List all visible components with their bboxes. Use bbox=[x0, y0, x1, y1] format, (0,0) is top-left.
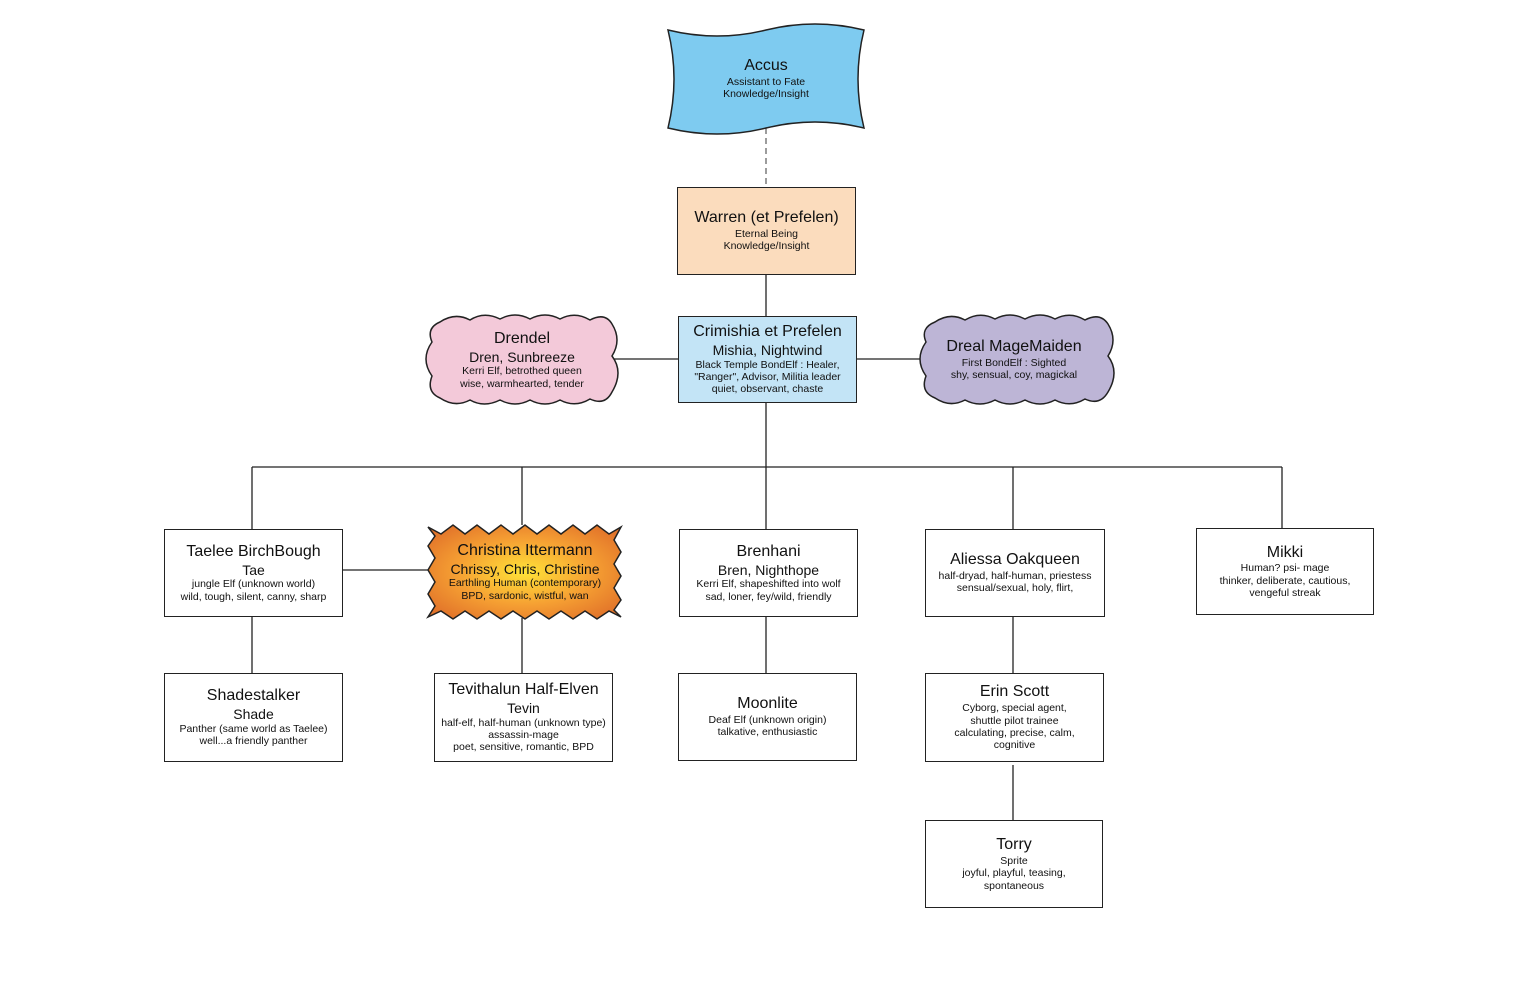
dreal-name: Dreal MageMaiden bbox=[946, 338, 1082, 356]
brenhani-traits: sad, loner, fey/wild, friendly bbox=[705, 590, 832, 603]
erin-traits-cont: cognitive bbox=[993, 739, 1036, 752]
node-moonlite: Moonlite Deaf Elf (unknown origin) talka… bbox=[678, 673, 857, 761]
aliessa-origin: half-dryad, half-human, priestess bbox=[938, 570, 1092, 583]
drendel-cloud-shape bbox=[425, 314, 619, 405]
tevithalun-origin: half-elf, half-human (unknown type) bbox=[441, 716, 606, 729]
node-brenhani: Brenhani Bren, Nighthope Kerri Elf, shap… bbox=[679, 529, 858, 617]
torry-traits-cont: spontaneous bbox=[983, 879, 1045, 892]
taelee-traits: wild, tough, silent, canny, sharp bbox=[180, 590, 327, 603]
brenhani-origin: Kerri Elf, shapeshifted into wolf bbox=[696, 578, 841, 591]
accus-role: Assistant to Fate bbox=[726, 76, 806, 89]
node-torry: Torry Sprite joyful, playful, teasing, s… bbox=[925, 820, 1103, 908]
mikki-origin: Human? psi- mage bbox=[1240, 562, 1330, 575]
aliessa-traits: sensual/sexual, holy, flirt, bbox=[956, 582, 1074, 595]
crimishia-aliases: Mishia, Nightwind bbox=[712, 342, 823, 359]
taelee-alias: Tae bbox=[242, 561, 265, 578]
taelee-name: Taelee BirchBough bbox=[186, 542, 321, 560]
christina-aliases: Chrissy, Chris, Christine bbox=[450, 560, 600, 577]
node-aliessa: Aliessa Oakqueen half-dryad, half-human,… bbox=[925, 529, 1105, 617]
dreal-role: First BondElf : Sighted bbox=[961, 357, 1067, 370]
warren-trait: Knowledge/Insight bbox=[723, 240, 810, 253]
node-shadestalker: Shadestalker Shade Panther (same world a… bbox=[164, 673, 343, 762]
node-drendel: Drendel Dren, Sunbreeze Kerri Elf, betro… bbox=[434, 318, 610, 402]
dreal-traits: shy, sensual, coy, magickal bbox=[950, 369, 1078, 382]
torry-origin: Sprite bbox=[1000, 854, 1028, 867]
christina-burst-shape bbox=[425, 524, 623, 620]
drendel-role: Kerri Elf, betrothed queen bbox=[462, 365, 582, 378]
crimishia-traits: quiet, observant, chaste bbox=[711, 383, 824, 396]
crimishia-name: Crimishia et Prefelen bbox=[693, 323, 842, 341]
moonlite-origin: Deaf Elf (unknown origin) bbox=[708, 714, 827, 727]
accus-trait: Knowledge/Insight bbox=[723, 88, 809, 101]
aliessa-name: Aliessa Oakqueen bbox=[950, 551, 1080, 569]
moonlite-traits: talkative, enthusiastic bbox=[717, 726, 818, 739]
torry-name: Torry bbox=[996, 836, 1032, 853]
node-mikki: Mikki Human? psi- mage thinker, delibera… bbox=[1196, 528, 1374, 615]
taelee-origin: jungle Elf (unknown world) bbox=[191, 578, 316, 591]
warren-role: Eternal Being bbox=[734, 228, 799, 241]
brenhani-aliases: Bren, Nighthope bbox=[717, 561, 820, 578]
christina-name: Christina Ittermann bbox=[457, 541, 593, 559]
mikki-traits: thinker, deliberate, cautious, bbox=[1219, 574, 1351, 587]
torry-traits: joyful, playful, teasing, bbox=[962, 867, 1066, 880]
shadestalker-name: Shadestalker bbox=[206, 687, 301, 705]
accus-wave-shape bbox=[666, 23, 866, 135]
node-taelee: Taelee BirchBough Tae jungle Elf (unknow… bbox=[164, 529, 343, 617]
tevithalun-role: assassin-mage bbox=[488, 729, 559, 741]
erin-role: Cyborg, special agent, bbox=[962, 702, 1067, 715]
mikki-traits-cont: vengeful streak bbox=[1249, 587, 1321, 600]
moonlite-name: Moonlite bbox=[737, 695, 798, 713]
crimishia-role: Black Temple BondElf : Healer, bbox=[695, 358, 840, 371]
tevithalun-alias: Tevin bbox=[507, 700, 540, 717]
warren-name: Warren (et Prefelen) bbox=[694, 209, 839, 227]
node-dreal: Dreal MageMaiden First BondElf : Sighted… bbox=[926, 318, 1102, 402]
dreal-cloud-shape bbox=[919, 314, 1115, 405]
crimishia-role-cont: "Ranger", Advisor, Militia leader bbox=[694, 371, 841, 383]
erin-role-cont: shuttle pilot trainee bbox=[970, 714, 1059, 727]
mikki-name: Mikki bbox=[1266, 543, 1304, 561]
node-tevithalun: Tevithalun Half-Elven Tevin half-elf, ha… bbox=[434, 673, 613, 762]
tevithalun-traits: poet, sensitive, romantic, BPD bbox=[453, 741, 594, 754]
erin-name: Erin Scott bbox=[979, 683, 1050, 701]
node-crimishia: Crimishia et Prefelen Mishia, Nightwind … bbox=[678, 316, 857, 403]
tevithalun-name: Tevithalun Half-Elven bbox=[448, 681, 599, 699]
erin-traits: calculating, precise, calm, bbox=[954, 726, 1075, 739]
shadestalker-alias: Shade bbox=[233, 706, 274, 723]
node-warren: Warren (et Prefelen) Eternal Being Knowl… bbox=[677, 187, 856, 275]
drendel-aliases: Dren, Sunbreeze bbox=[469, 348, 575, 365]
accus-name: Accus bbox=[744, 57, 788, 75]
node-accus: Accus Assistant to Fate Knowledge/Insigh… bbox=[678, 40, 854, 118]
brenhani-name: Brenhani bbox=[736, 542, 801, 560]
shadestalker-traits: well...a friendly panther bbox=[199, 735, 308, 748]
node-christina: Christina Ittermann Chrissy, Chris, Chri… bbox=[436, 534, 614, 610]
christina-traits: BPD, sardonic, wistful, wan bbox=[461, 589, 589, 602]
drendel-name: Drendel bbox=[493, 329, 551, 347]
drendel-traits: wise, warmhearted, tender bbox=[460, 377, 584, 390]
shadestalker-origin: Panther (same world as Taelee) bbox=[179, 722, 328, 735]
node-erin-scott: Erin Scott Cyborg, special agent, shuttl… bbox=[925, 673, 1104, 762]
christina-origin: Earthling Human (contemporary) bbox=[448, 577, 602, 590]
